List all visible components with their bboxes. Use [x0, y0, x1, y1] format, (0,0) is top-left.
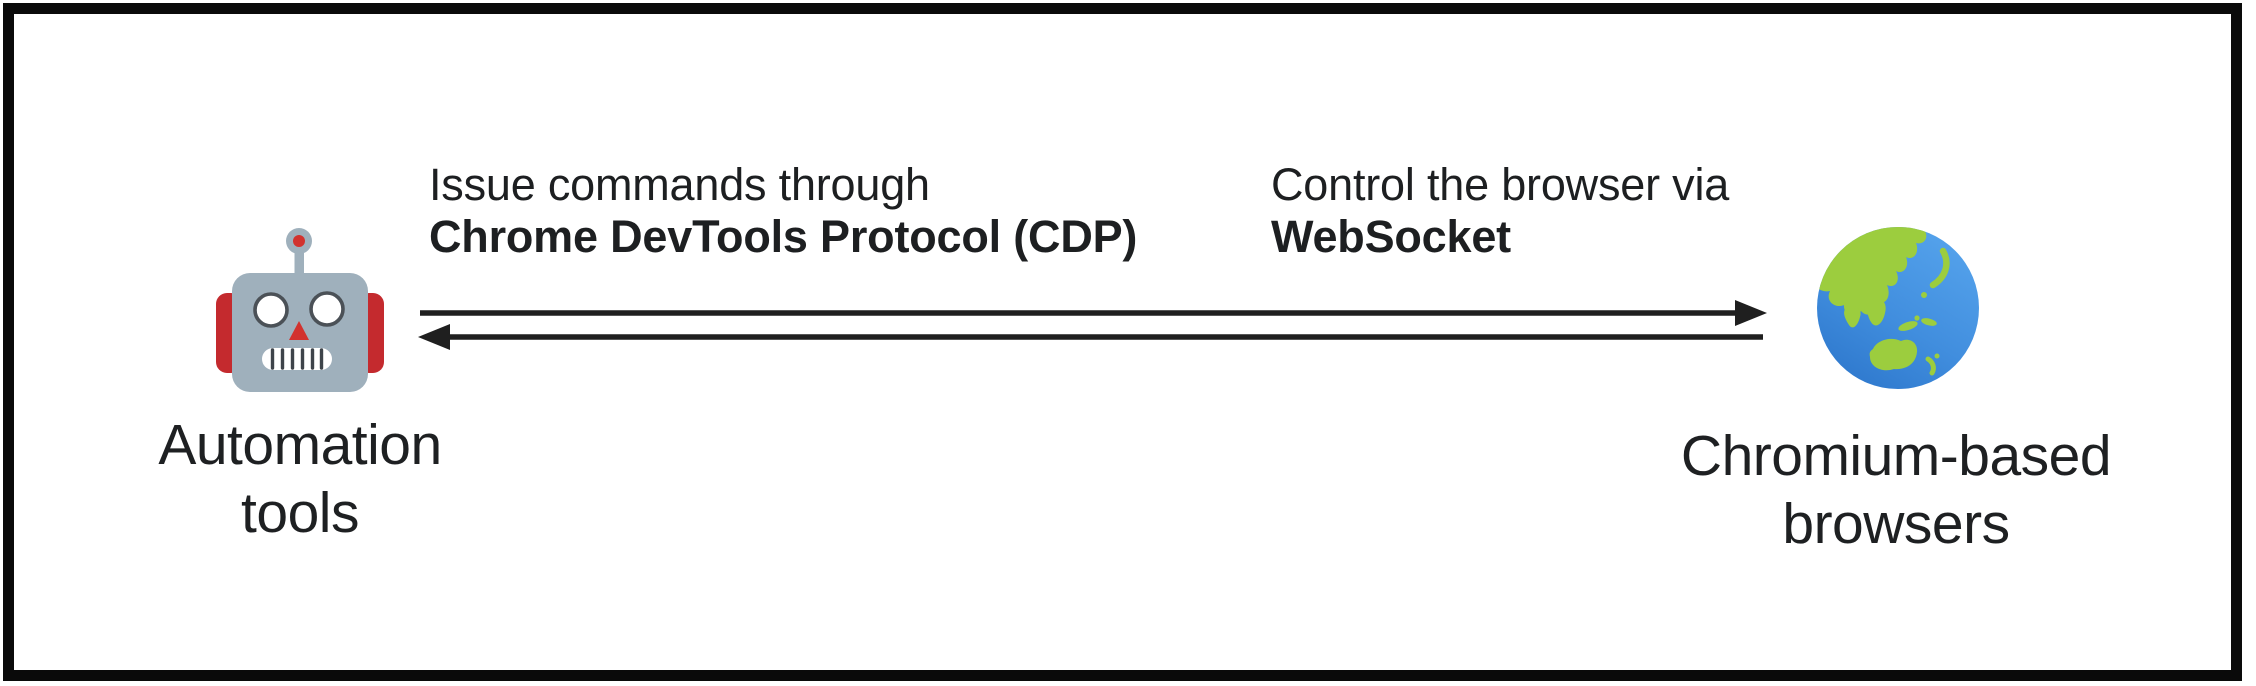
- robot-icon: [216, 228, 384, 392]
- automation-caption-line2: tools: [241, 481, 359, 545]
- browsers-caption-line1: Chromium-based: [1680, 424, 2112, 488]
- cdp-channel-label: Issue commands through Chrome DevTools P…: [429, 159, 1137, 263]
- browsers-caption-line2: browsers: [1782, 492, 2010, 556]
- connection-arrows: [418, 300, 1767, 350]
- websocket-label-line1: Control the browser via: [1271, 159, 1730, 210]
- chromium-browsers-caption: Chromium-based browsers: [1646, 422, 2146, 558]
- globe-icon: [1817, 227, 1979, 389]
- websocket-channel-label: Control the browser via WebSocket: [1271, 159, 1729, 263]
- automation-tools-caption: Automation tools: [50, 411, 550, 547]
- left-arrow-icon: [418, 324, 1763, 350]
- automation-caption-line1: Automation: [158, 413, 442, 477]
- right-arrow-icon: [420, 300, 1767, 326]
- diagram-frame: [3, 3, 2242, 681]
- websocket-label-line2: WebSocket: [1271, 211, 1511, 262]
- cdp-label-line2: Chrome DevTools Protocol (CDP): [429, 211, 1138, 262]
- cdp-label-line1: Issue commands through: [429, 159, 930, 210]
